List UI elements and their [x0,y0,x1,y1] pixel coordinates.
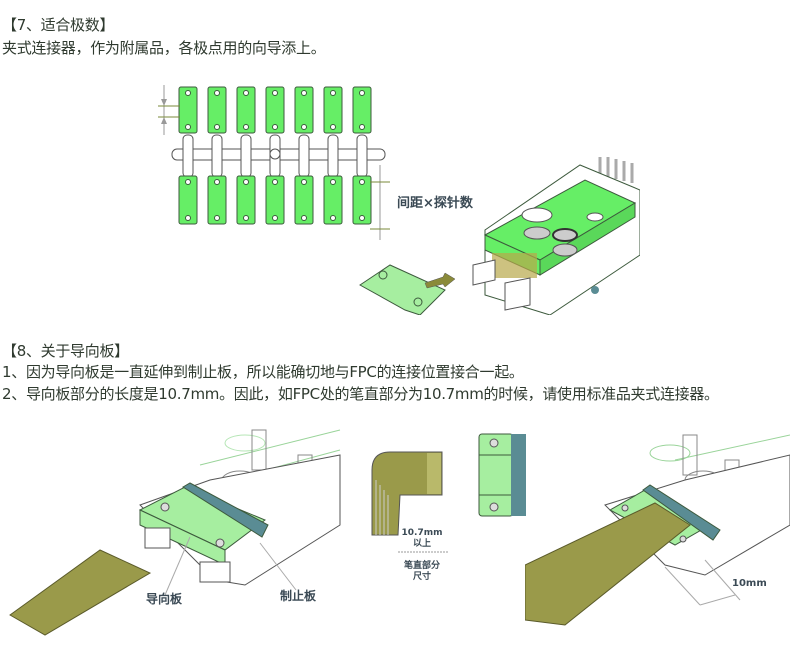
screw-hole [272,124,278,130]
guide-piece-top [236,86,256,134]
screw-hole [214,179,220,185]
screw-hole [330,215,336,221]
screw-hole [272,90,278,96]
guide-piece-top [178,86,198,134]
guide-plate-label: 导向板 [146,592,183,606]
screw-hole [214,90,220,96]
pitch-label: 间距×探针数 [397,196,473,211]
caption-line1: 笔直部分 [403,561,440,571]
guide-piece-top [323,86,343,134]
screw-hole [214,124,220,130]
screw-hole [301,179,307,185]
section8-line1: 1、因为导向板是一直延伸到制止板，所以能确切地与FPC的连接位置接合一起。 [2,363,524,381]
section7-text: 夹式连接器，作为附属品，各极点用的向导添上。 [2,39,326,57]
screw-hole [301,124,307,130]
carrier-center-hole [269,148,281,160]
carrier-stem [182,134,194,178]
screw-hole [272,179,278,185]
guide-carrier-figure [158,85,386,225]
guide-piece-top [294,86,314,134]
fpc-insertion-figure [525,434,790,626]
guide-piece-bottom [265,175,285,225]
guide-piece-bottom [207,175,227,225]
screw-hole [214,215,220,221]
fpc-straight-section-figure [371,451,443,536]
screw-hole [301,215,307,221]
screw-hole [359,179,365,185]
screw-hole [185,90,191,96]
dimension-10mm-label: 10mm [732,578,767,589]
pitch-dimension [370,165,390,240]
straight-section-caption: 笔直部分 尺寸 [387,561,457,583]
dimension-arrow [398,551,448,553]
section7-heading: 【7、适合极数】 [2,16,115,34]
carrier-stem [211,134,223,178]
screw-hole [243,90,249,96]
section8-line2: 2、导向板部分的长度是10.7mm。因此，如FPC处的笔直部分为10.7mm的时… [2,385,719,403]
guide-piece-bottom [323,175,343,225]
screw-hole [359,215,365,221]
screw-hole [272,215,278,221]
screw-hole [243,215,249,221]
screw-hole [330,90,336,96]
guide-piece-bottom [236,175,256,225]
screw-hole [301,90,307,96]
dimension-value-line1: 10.7mm [401,528,443,538]
screw-hole [243,179,249,185]
guide-piece-bottom [352,175,372,225]
screw-hole [359,90,365,96]
guide-plate-top-view [478,433,526,517]
dimension-value-line2: 以上 [412,539,431,549]
guide-piece-bottom [294,175,314,225]
guide-piece-top [265,86,285,134]
screw-hole [330,179,336,185]
screw-hole [185,179,191,185]
screw-hole [359,124,365,130]
carrier-stem [240,134,252,178]
connector-assembly-figure [359,157,640,315]
guide-plate-figure [9,429,341,636]
section8-heading: 【8、关于导向板】 [2,342,129,360]
dimension-value: 10.7mm 以上 [397,528,447,550]
screw-hole [185,215,191,221]
screw-hole [330,124,336,130]
guide-piece-top [352,86,372,134]
caption-line2: 尺寸 [412,572,431,582]
screw-hole [185,124,191,130]
carrier-stem [298,134,310,178]
guide-piece-bottom [178,175,198,225]
guide-piece-top [207,86,227,134]
stopper-plate-label: 制止板 [280,589,317,603]
screw-hole [243,124,249,130]
carrier-stem [327,134,339,178]
